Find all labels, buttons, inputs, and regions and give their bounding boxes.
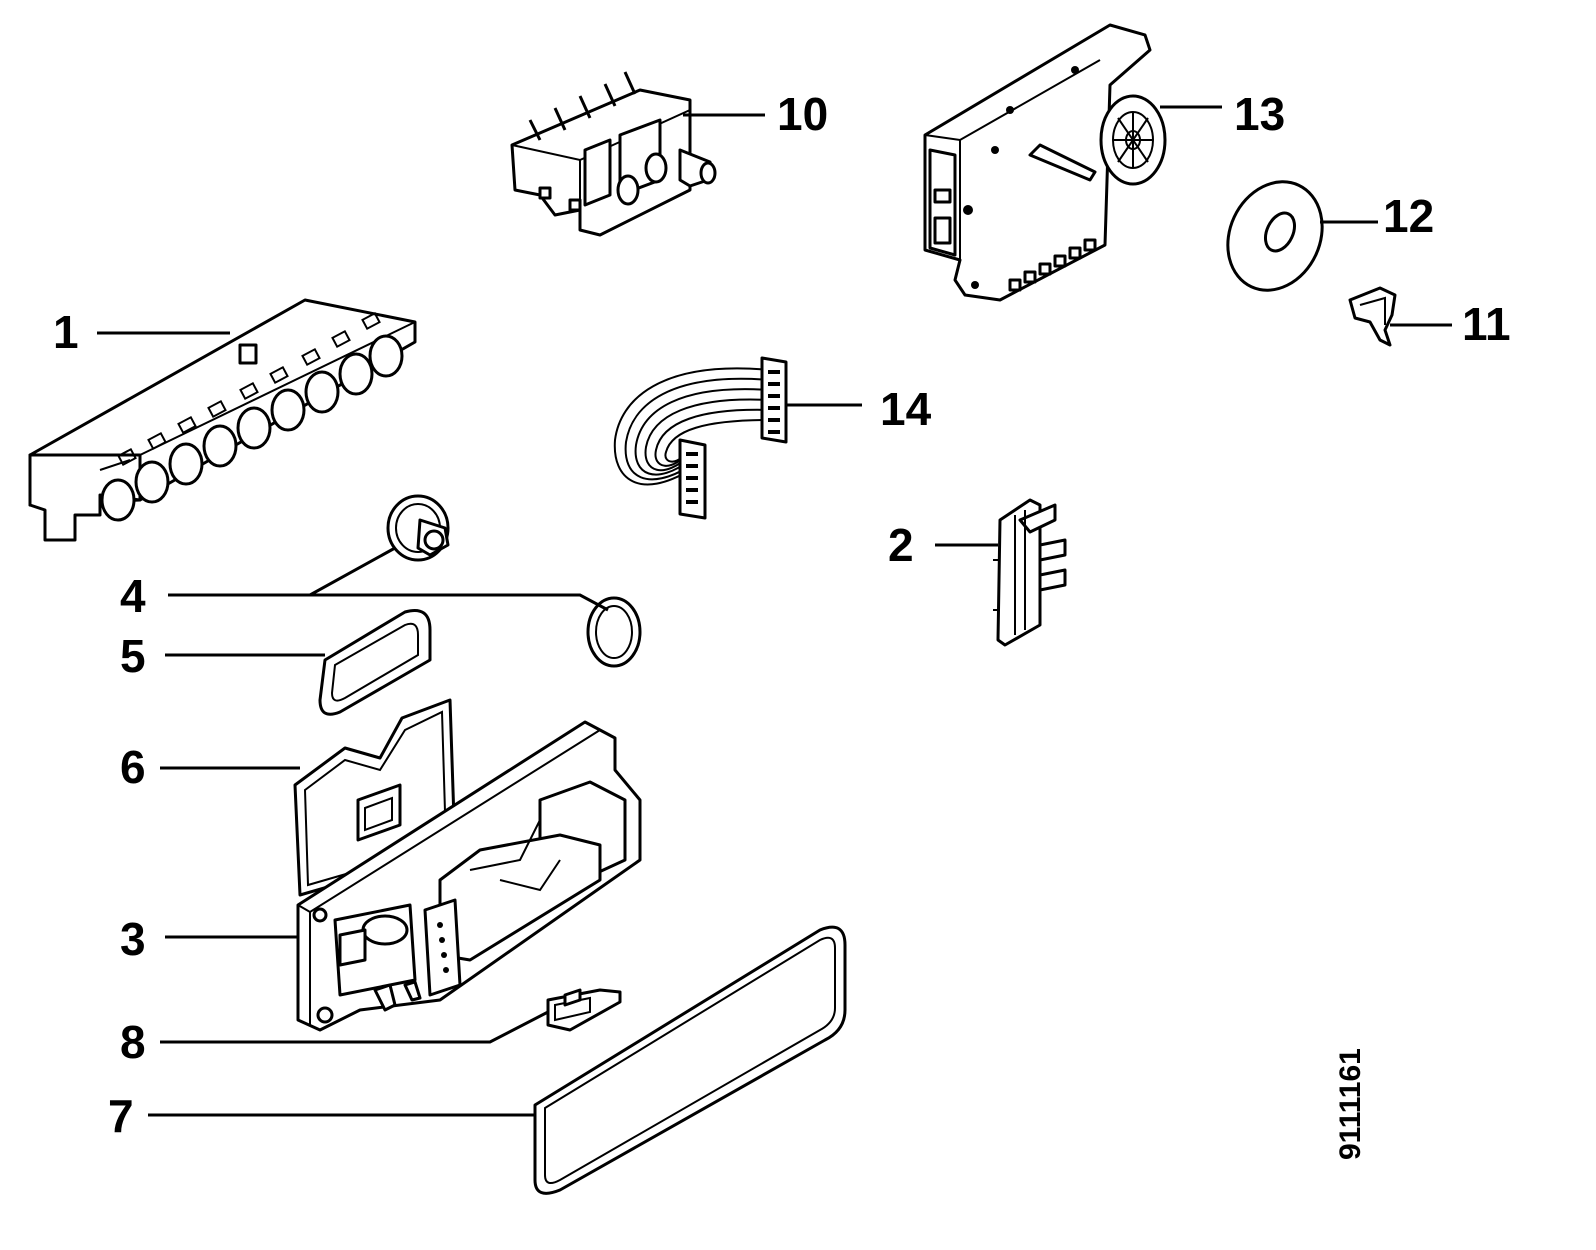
part-14-wiring-harness (613, 356, 788, 520)
part-4-spring-and-ring (386, 494, 642, 668)
callout-4: 4 (120, 570, 146, 622)
callout-1: 1 (53, 306, 79, 358)
diagram-reference-number: 9111161 (1334, 1048, 1367, 1160)
part-5-small-gasket (318, 609, 432, 716)
callout-7: 7 (108, 1090, 134, 1142)
callout-2: 2 (888, 519, 914, 571)
part-7-large-gasket (533, 925, 847, 1195)
callout-3: 3 (120, 913, 146, 965)
part-10-rotary-switch (510, 71, 717, 237)
callout-5: 5 (120, 630, 146, 682)
part-12-washer (1226, 180, 1324, 292)
callout-11: 11 (1462, 298, 1511, 350)
part-13-timer (923, 23, 1167, 302)
callout-8: 8 (120, 1016, 146, 1068)
part-2-small-switch (993, 498, 1067, 647)
part-11-clip (1348, 286, 1397, 347)
leader-4 (168, 546, 609, 612)
callout-12: 12 (1383, 190, 1434, 242)
part-3-dispenser-assembly (296, 720, 642, 1032)
leader-8 (160, 1010, 549, 1044)
callout-6: 6 (120, 741, 146, 793)
part-8-catch (546, 988, 622, 1032)
callout-10: 10 (777, 88, 828, 140)
callout-13: 13 (1234, 88, 1285, 140)
callout-14: 14 (880, 383, 932, 435)
part-1-switch-bank (28, 298, 417, 542)
